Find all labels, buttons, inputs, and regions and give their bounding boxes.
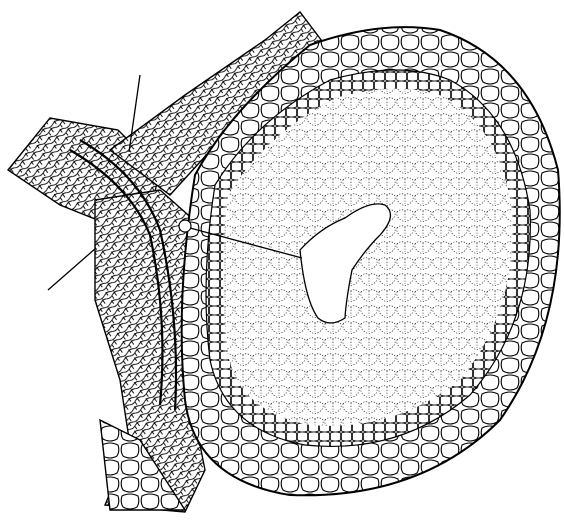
ovule-placenta [179,220,191,232]
leader-line-left [48,248,96,290]
